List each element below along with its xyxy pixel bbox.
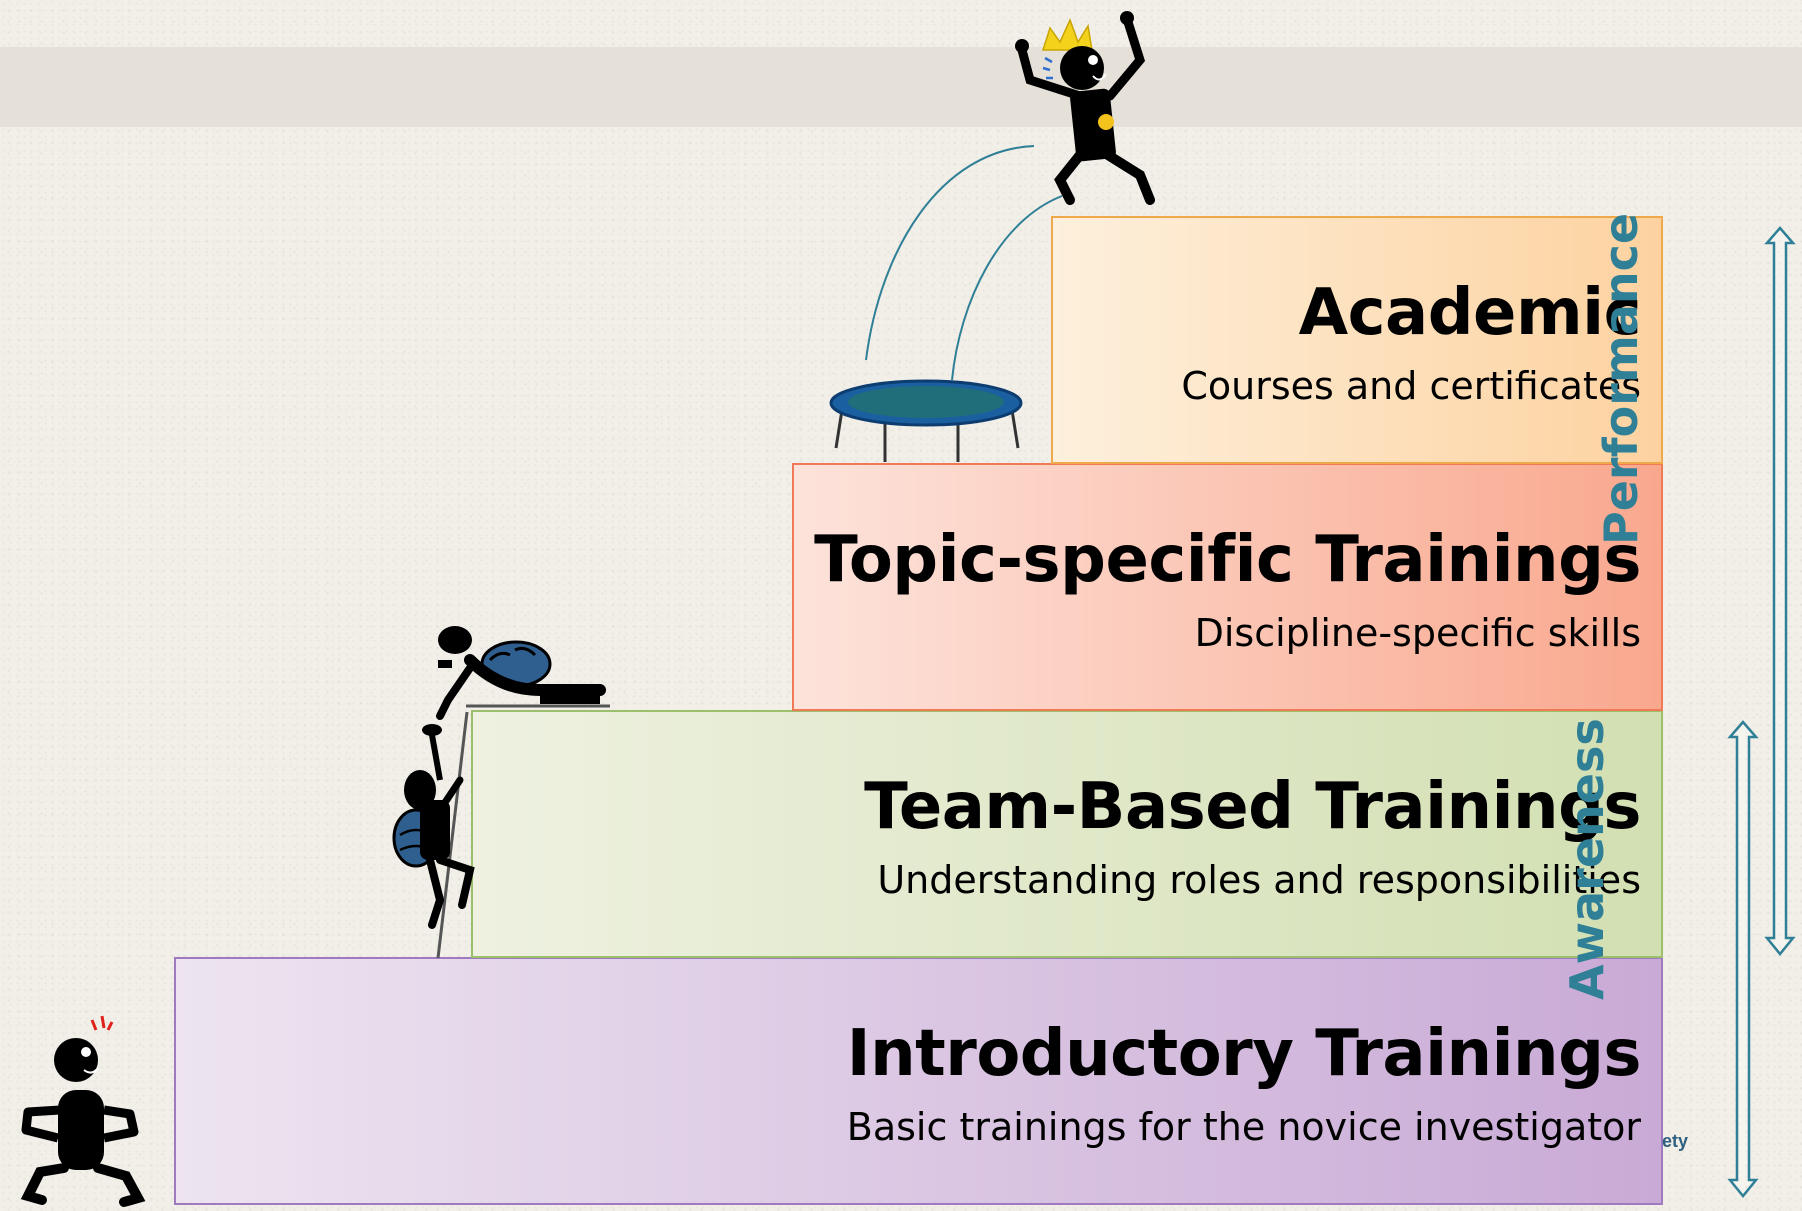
step-subtitle: Discipline-specific skills [1194, 611, 1641, 655]
step-subtitle: Basic trainings for the novice investiga… [846, 1105, 1641, 1149]
step-title: Topic-specific Trainings [814, 523, 1641, 597]
performance-arrow [1764, 226, 1796, 956]
step-title: Introductory Trainings [846, 1017, 1642, 1091]
jump-arcs-icon [865, 145, 1063, 381]
footer-fragment: ety [1662, 1131, 1689, 1151]
standing-figure-icon [20, 1015, 146, 1207]
step-subtitle: Courses and certificates [1181, 364, 1641, 408]
step-title: Team-Based Trainings [864, 770, 1641, 844]
trampoline-icon [829, 379, 1023, 462]
step-introductory: Introductory Trainings Basic trainings f… [174, 957, 1663, 1205]
rope-icon [436, 711, 469, 959]
climbing-figure-icon [392, 724, 475, 929]
top-band [0, 47, 1802, 127]
awareness-arrow [1727, 720, 1759, 1198]
step-academic: Academic Courses and certificates [1051, 216, 1663, 464]
step-topic-specific: Topic-specific Trainings Discipline-spec… [792, 463, 1663, 711]
king-figure-icon [1015, 11, 1155, 205]
step-subtitle: Understanding roles and responsibilities [877, 858, 1641, 902]
step-team-based: Team-Based Trainings Understanding roles… [471, 710, 1663, 958]
helper-figure-icon [436, 626, 610, 720]
step-title: Academic [1298, 276, 1642, 350]
